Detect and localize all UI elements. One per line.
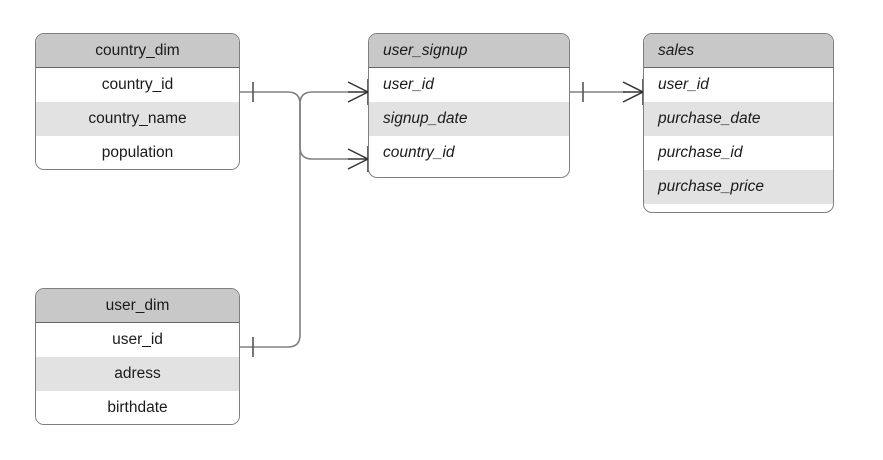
- attribute-row-purchase-price[interactable]: purchase_price: [644, 170, 833, 204]
- attribute-row-purchase-date[interactable]: purchase_date: [644, 102, 833, 136]
- entity-country-dim[interactable]: country_dim country_id country_name popu…: [35, 33, 240, 170]
- connector-country-dim-to-user-signup-user-id: [299, 91, 348, 105]
- connector-user-dim-to-user-signup: [240, 104, 301, 348]
- attribute-row-user-id[interactable]: user_id: [36, 323, 239, 357]
- attribute-row-country-id[interactable]: country_id: [369, 136, 569, 170]
- attribute-row-user-id[interactable]: user_id: [369, 68, 569, 102]
- crowsfoot-sales-user-id: [622, 79, 644, 105]
- entity-sales[interactable]: sales user_id purchase_date purchase_id …: [643, 33, 834, 213]
- attribute-row-country-name[interactable]: country_name: [36, 102, 239, 136]
- entity-user-dim[interactable]: user_dim user_id adress birthdate: [35, 288, 240, 425]
- entity-user-dim-title: user_dim: [36, 289, 239, 323]
- attribute-row-birthdate[interactable]: birthdate: [36, 391, 239, 424]
- attribute-row-country-id[interactable]: country_id: [36, 68, 239, 102]
- attribute-row-purchase-id[interactable]: purchase_id: [644, 136, 833, 170]
- crowsfoot-user-signup-user-id: [347, 79, 369, 105]
- connector-country-dim-trunk: [240, 91, 348, 160]
- entity-user-signup[interactable]: user_signup user_id signup_date country_…: [368, 33, 570, 178]
- crowsfoot-user-signup-country-id: [347, 146, 369, 172]
- entity-user-signup-title: user_signup: [369, 34, 569, 68]
- entity-country-dim-title: country_dim: [36, 34, 239, 68]
- attribute-row-population[interactable]: population: [36, 136, 239, 169]
- attribute-row-adress[interactable]: adress: [36, 357, 239, 391]
- entity-sales-title: sales: [644, 34, 833, 68]
- attribute-row-signup-date[interactable]: signup_date: [369, 102, 569, 136]
- attribute-row-user-id[interactable]: user_id: [644, 68, 833, 102]
